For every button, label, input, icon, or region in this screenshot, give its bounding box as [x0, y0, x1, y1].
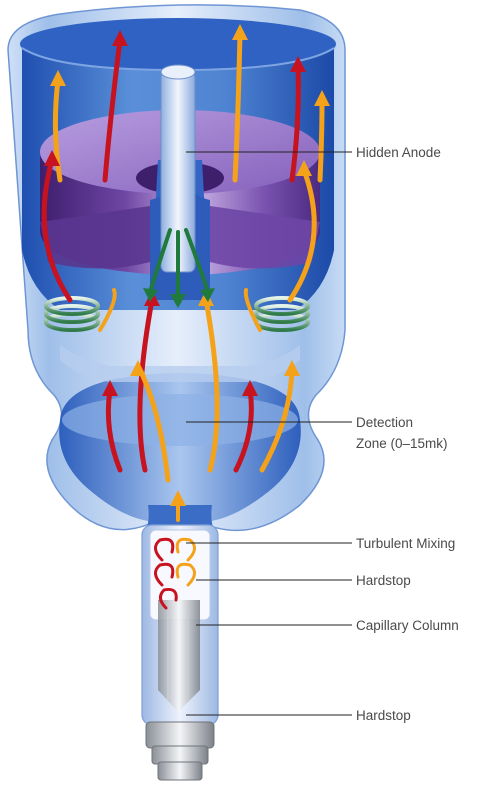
label-hardstop-upper: Hardstop [356, 573, 411, 588]
label-capillary-column: Capillary Column [356, 618, 459, 633]
label-hidden-anode: Hidden Anode [356, 145, 441, 160]
label-detection-line1: Detection [356, 415, 413, 430]
bottom-fitting [146, 722, 214, 780]
label-turbulent-mixing: Turbulent Mixing [356, 536, 455, 551]
labels: Hidden Anode Detection Zone (0–15mk) Tur… [356, 145, 459, 723]
label-hardstop-lower: Hardstop [356, 708, 411, 723]
label-detection-line2: Zone (0–15mk) [356, 436, 448, 451]
